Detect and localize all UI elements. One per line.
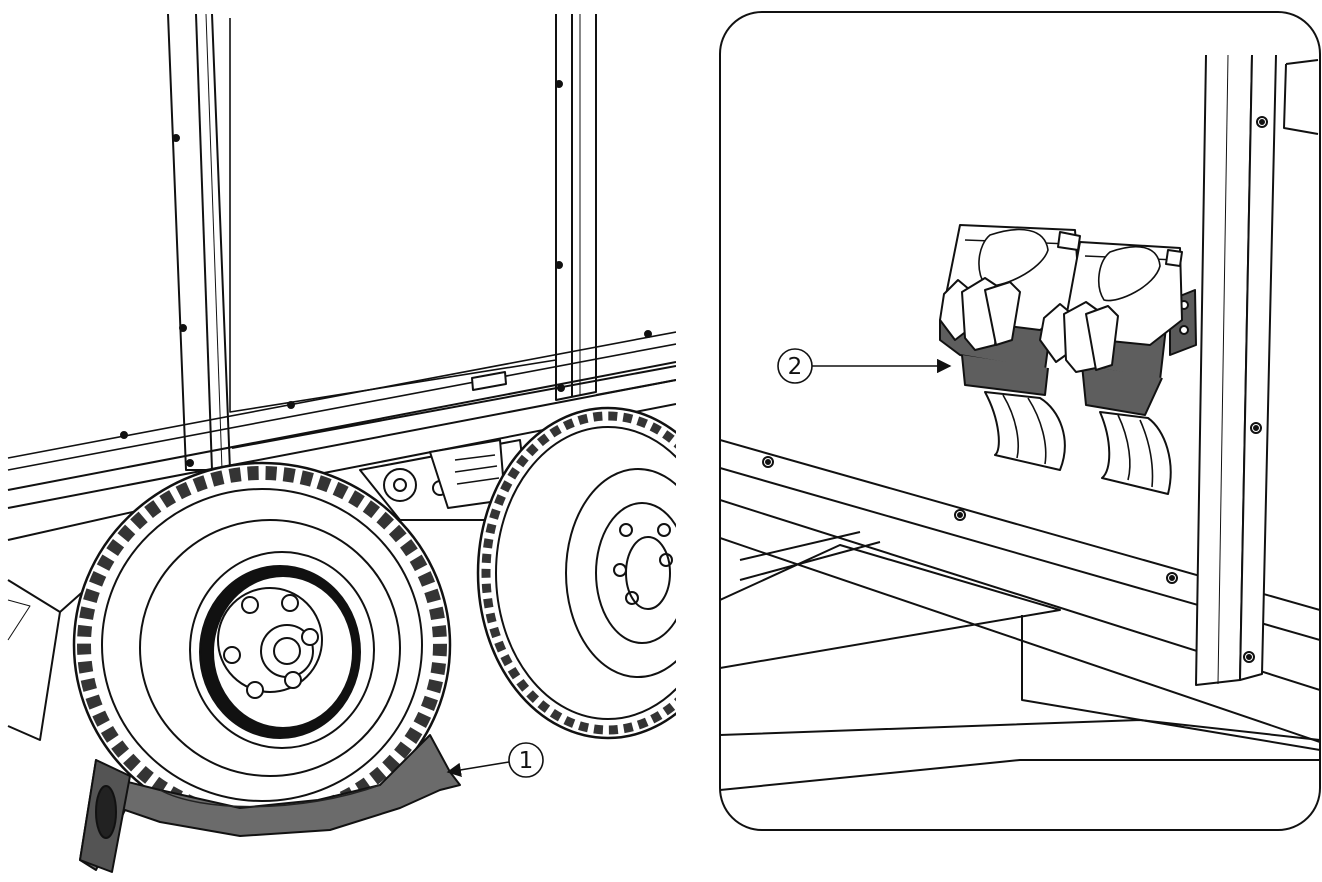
rear-wheel [476,406,676,740]
trailer-scene [7,13,676,873]
callout-1-circle [508,742,544,778]
callout-1-leader [446,761,510,778]
chock-holder-right [1039,241,1183,495]
callout-2: 2 [777,348,952,384]
wheel-chock [79,734,461,873]
chock-holder-left [939,224,1081,471]
callout-2-label: 2 [788,354,803,380]
trailer-side-panel [120,13,652,471]
detail-inset [719,11,1321,831]
callout-1: 1 [446,742,544,778]
callout-1-label: 1 [519,748,534,774]
front-wheel [72,461,452,829]
callout-2-circle [777,348,813,384]
inset-upright-post [1195,54,1319,686]
suspension-link [359,439,531,521]
